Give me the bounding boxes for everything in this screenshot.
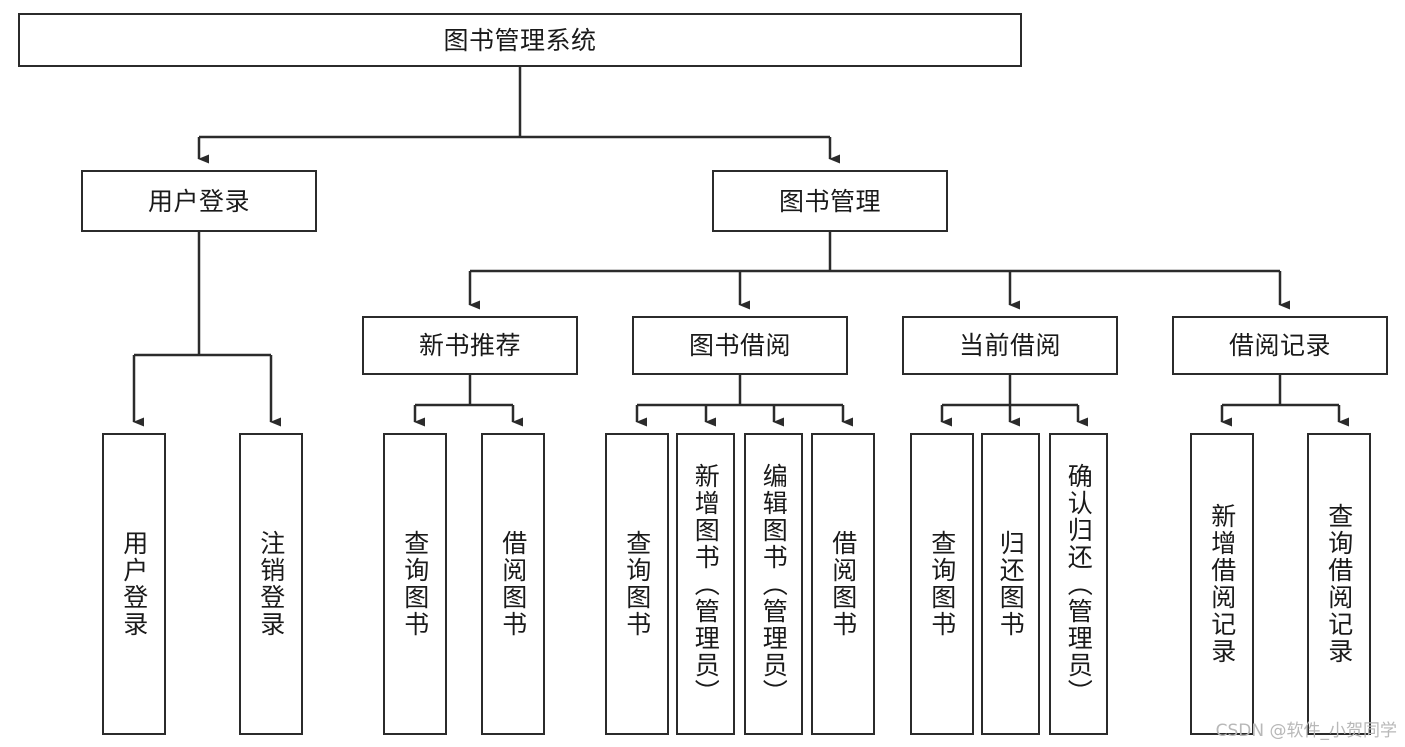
node-label: 借阅图书 xyxy=(828,530,858,638)
node-label: 新增借阅记录 xyxy=(1207,503,1237,665)
csdn-watermark: CSDN @软件_小贺同学 xyxy=(1215,721,1397,741)
leaf-new-book-borrow-book[interactable]: 借阅图书 xyxy=(481,433,545,735)
node-current-borrow[interactable]: 当前借阅 xyxy=(902,316,1118,375)
node-label: 用户登录 xyxy=(119,530,149,638)
leaf-current-borrow-query-book[interactable]: 查询图书 xyxy=(910,433,974,735)
leaf-user-login[interactable]: 用户登录 xyxy=(102,433,166,735)
node-label: 新增图书（管理员） xyxy=(691,462,721,706)
leaf-borrow-record-query-record[interactable]: 查询借阅记录 xyxy=(1307,433,1371,735)
node-label: 借阅记录 xyxy=(1228,331,1331,360)
leaf-current-borrow-return-book[interactable]: 归还图书 xyxy=(981,433,1040,735)
node-label: 注销登录 xyxy=(256,530,286,638)
node-label: 确认归还（管理员） xyxy=(1064,462,1094,706)
node-borrow-record[interactable]: 借阅记录 xyxy=(1172,316,1388,375)
leaf-borrow-record-add-record[interactable]: 新增借阅记录 xyxy=(1190,433,1254,735)
node-label: 用户登录 xyxy=(147,186,250,216)
node-label: 编辑图书（管理员） xyxy=(759,462,789,706)
leaf-new-book-query-book[interactable]: 查询图书 xyxy=(383,433,447,735)
node-label: 查询图书 xyxy=(400,530,430,638)
node-label: 当前借阅 xyxy=(958,331,1061,360)
leaf-book-borrow-borrow-book[interactable]: 借阅图书 xyxy=(811,433,875,735)
node-label: 查询图书 xyxy=(622,530,652,638)
leaf-book-borrow-query-book[interactable]: 查询图书 xyxy=(605,433,669,735)
node-label: 图书管理 xyxy=(778,186,881,216)
node-new-book-recommend[interactable]: 新书推荐 xyxy=(362,316,578,375)
node-label: 图书借阅 xyxy=(688,331,791,360)
node-root-book-management-system[interactable]: 图书管理系统 xyxy=(18,13,1022,67)
node-label: 查询借阅记录 xyxy=(1324,503,1354,665)
node-book-borrow[interactable]: 图书借阅 xyxy=(632,316,848,375)
node-label: 归还图书 xyxy=(996,530,1026,638)
leaf-book-borrow-edit-book-admin[interactable]: 编辑图书（管理员） xyxy=(744,433,803,735)
node-label: 图书管理系统 xyxy=(443,25,597,55)
node-label: 借阅图书 xyxy=(498,530,528,638)
node-label: 查询图书 xyxy=(927,530,957,638)
leaf-logout[interactable]: 注销登录 xyxy=(239,433,303,735)
leaf-current-borrow-confirm-return-admin[interactable]: 确认归还（管理员） xyxy=(1049,433,1108,735)
node-user-login[interactable]: 用户登录 xyxy=(81,170,317,232)
node-book-management[interactable]: 图书管理 xyxy=(712,170,948,232)
leaf-book-borrow-add-book-admin[interactable]: 新增图书（管理员） xyxy=(676,433,735,735)
node-label: 新书推荐 xyxy=(418,331,521,360)
